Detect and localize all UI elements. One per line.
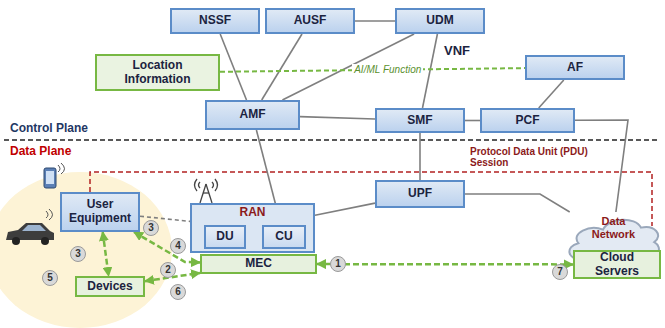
- pdu-session-path: [90, 172, 652, 226]
- plane-label: Data Plane: [10, 144, 71, 158]
- callout-number: 6: [170, 284, 186, 300]
- node-text: AMF: [240, 108, 266, 122]
- nf-box: AF: [525, 55, 625, 80]
- callout-number: 3: [70, 246, 86, 262]
- connector: [419, 133, 421, 180]
- unit-box: CU: [262, 225, 306, 249]
- connector: [355, 20, 395, 22]
- device-box: Devices: [75, 276, 145, 297]
- callout-number: 7: [552, 264, 568, 280]
- callout-number: 1: [330, 256, 346, 272]
- connector: [539, 80, 564, 108]
- node-text: UDM: [426, 14, 453, 28]
- nf-box: AMF: [205, 100, 300, 130]
- unit-box: DU: [204, 225, 246, 249]
- connector: [315, 203, 375, 215]
- node-text: SMF: [407, 114, 432, 128]
- node-text: UPF: [408, 187, 432, 201]
- connector: [300, 117, 375, 119]
- callout-number: 5: [42, 270, 58, 286]
- node-text: CU: [275, 230, 292, 244]
- nf-box: SMF: [375, 108, 465, 133]
- node-text: User Equipment: [66, 198, 134, 226]
- mec-box: MEC: [200, 254, 317, 274]
- connector: [465, 120, 480, 122]
- nf-box: PCF: [480, 108, 575, 133]
- connector: [317, 263, 573, 266]
- node-text: Location Information: [101, 59, 214, 87]
- device-box: User Equipment: [60, 192, 140, 232]
- session-label: Protocol Data Unit (PDU) Session: [470, 146, 600, 168]
- antenna-icon: [195, 179, 218, 203]
- phone-icon: [44, 163, 65, 188]
- callout-number: 4: [170, 238, 186, 254]
- nf-box: NSSF: [170, 8, 260, 34]
- car-icon: [6, 209, 54, 245]
- nf-box: AUSF: [265, 8, 355, 34]
- node-text: Cloud Servers: [579, 251, 655, 279]
- node-text: AUSF: [294, 14, 327, 28]
- info-box: Location Information: [95, 54, 220, 91]
- layer-title: VNF: [444, 43, 470, 58]
- plane-divider: [4, 139, 660, 141]
- node-text: MEC: [245, 257, 272, 271]
- node-text: Devices: [87, 280, 132, 294]
- nf-box: UDM: [395, 8, 485, 34]
- plane-label: Control Plane: [10, 121, 88, 135]
- connector: [423, 34, 438, 108]
- server-box: Cloud Servers: [573, 250, 661, 279]
- node-text: AF: [567, 61, 583, 75]
- device-area: [0, 172, 172, 328]
- callout-number: 2: [160, 262, 176, 278]
- ran-box: RAN DU CU: [190, 203, 315, 253]
- node-text: RAN: [240, 206, 266, 220]
- node-text: DU: [216, 230, 233, 244]
- callout-number: 3: [143, 220, 159, 236]
- connector: [262, 34, 302, 100]
- nf-box: UPF: [375, 180, 465, 208]
- node-text: NSSF: [199, 14, 231, 28]
- node-text: PCF: [516, 114, 540, 128]
- edge-label: AI/ML Function: [352, 64, 423, 75]
- connector: [103, 232, 109, 276]
- node-text: Data Network: [579, 215, 648, 240]
- connector: [220, 34, 246, 100]
- connector: [465, 194, 570, 212]
